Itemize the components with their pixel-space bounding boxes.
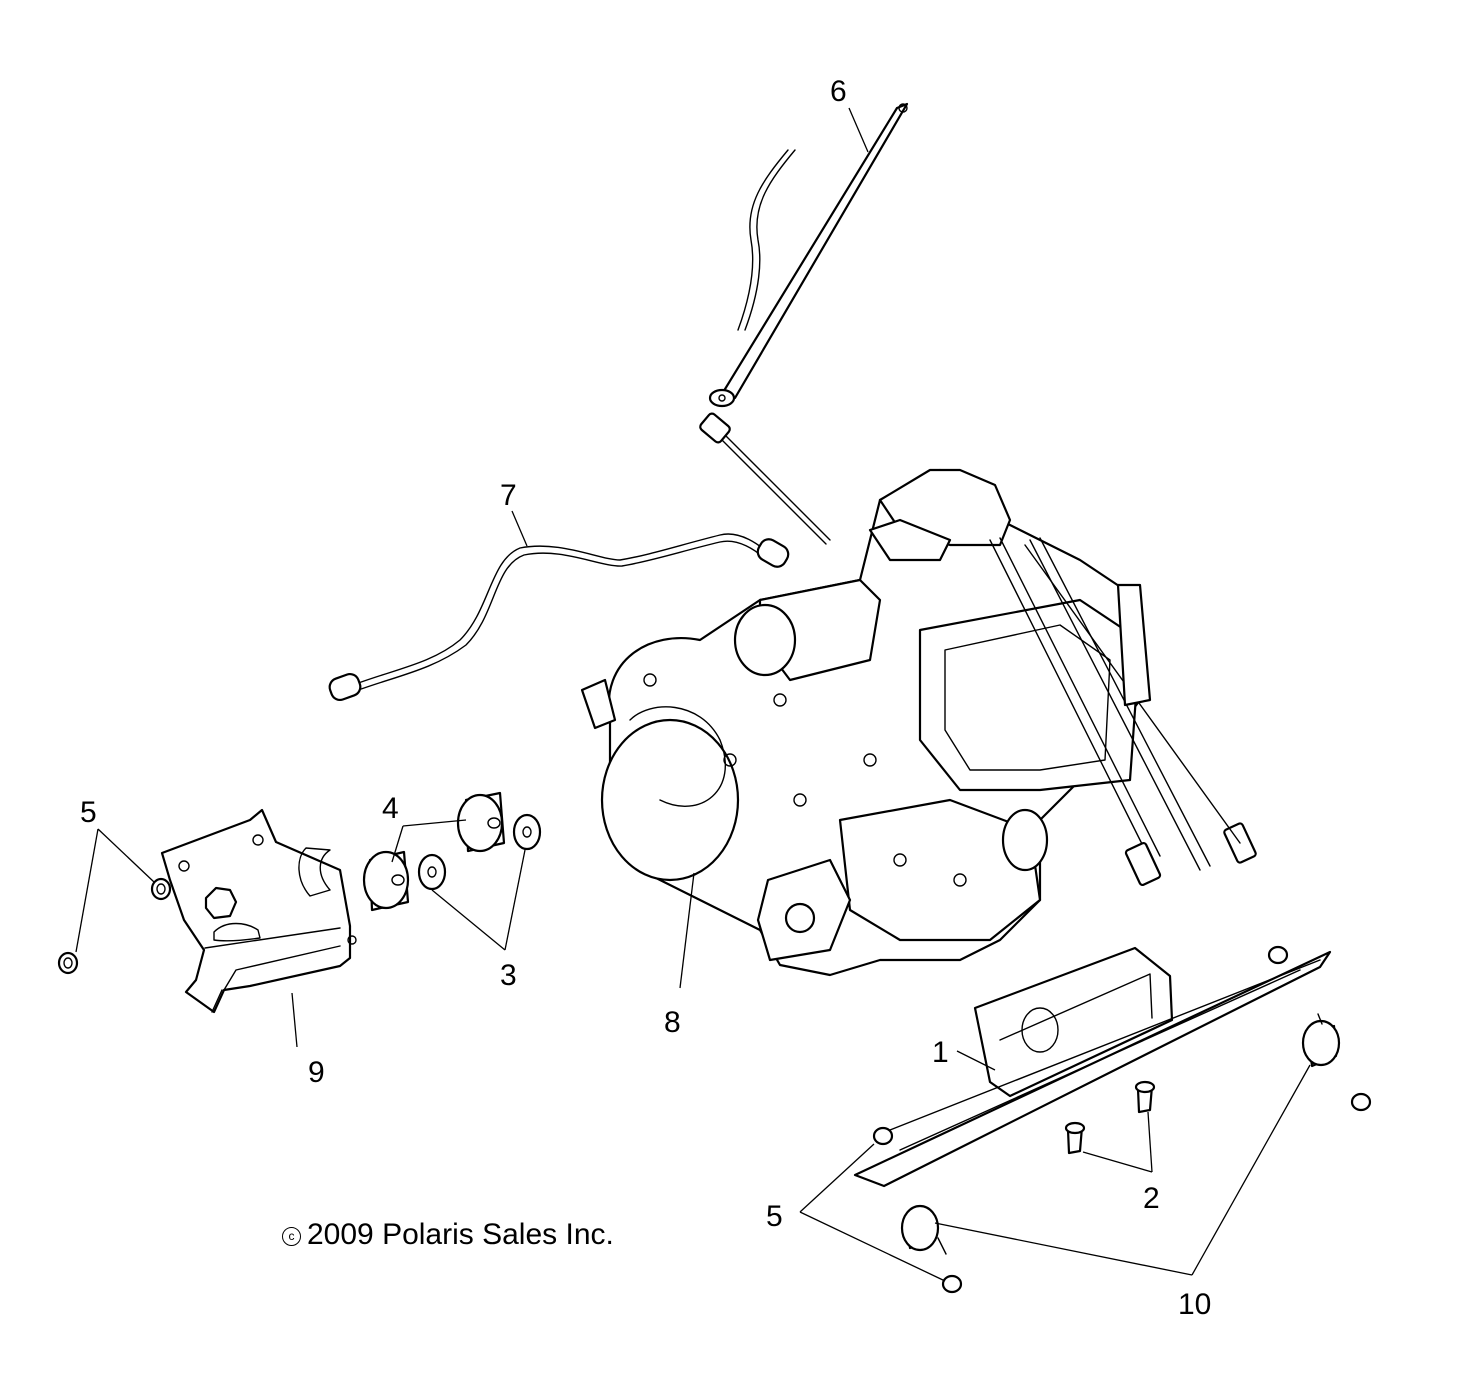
callout-5-left: 5: [80, 796, 97, 829]
leader-lines: [75, 107, 1311, 1282]
part-4-rubber-mounts: [362, 791, 506, 912]
part-9-bracket: [160, 808, 357, 1014]
part-7-wire-lead: [328, 412, 831, 702]
copyright-symbol: c: [282, 1227, 301, 1246]
part-2-bolts: [1064, 1080, 1156, 1155]
callout-labels: 6 7 4 5 3 8 9 1 2 5 10: [80, 75, 1211, 1321]
callout-10: 10: [1178, 1288, 1211, 1321]
part-10-isolators: [900, 1013, 1341, 1255]
callout-5-right: 5: [766, 1200, 783, 1233]
callout-8: 8: [664, 1006, 681, 1039]
callout-6: 6: [830, 75, 847, 108]
copyright-text: 2009 Polaris Sales Inc.: [307, 1218, 614, 1251]
part-6-vent-tube: [708, 102, 909, 408]
copyright-notice: c 2009 Polaris Sales Inc.: [282, 1218, 614, 1252]
callout-3: 3: [500, 959, 517, 992]
part-8-engine: [580, 468, 1257, 977]
part-5-left-nuts: [57, 877, 172, 975]
callout-4: 4: [382, 792, 399, 825]
callout-2: 2: [1143, 1182, 1160, 1215]
part-3-washers: [417, 813, 542, 891]
callout-9: 9: [308, 1056, 325, 1089]
callout-1: 1: [932, 1036, 949, 1069]
part-5-right-nuts: [872, 945, 1372, 1294]
callout-7: 7: [500, 479, 517, 512]
part-1-mount-plate: [853, 946, 1332, 1188]
